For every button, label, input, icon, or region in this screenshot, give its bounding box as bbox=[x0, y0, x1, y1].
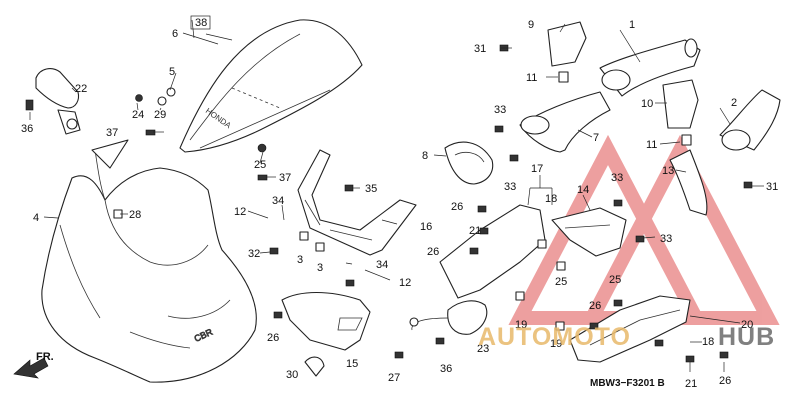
callout-25: 25 bbox=[555, 276, 567, 288]
callout-23: 23 bbox=[477, 343, 489, 355]
callout-14: 14 bbox=[577, 184, 589, 196]
fr-label: FR. bbox=[36, 351, 54, 363]
front-direction-arrow: FR. bbox=[13, 351, 54, 379]
watermark-logo bbox=[508, 134, 780, 325]
leader-lines bbox=[29, 19, 764, 372]
callout-32: 32 bbox=[248, 248, 260, 260]
diagram-code-label: MBW3−F3201 B bbox=[590, 378, 665, 389]
callout-10: 10 bbox=[641, 98, 653, 110]
right-air-duct-part bbox=[669, 89, 781, 216]
callout-6: 6 bbox=[172, 28, 178, 40]
callout-35: 35 bbox=[365, 183, 377, 195]
callout-9: 9 bbox=[528, 19, 534, 31]
callout-31: 31 bbox=[766, 181, 778, 193]
callout-30: 30 bbox=[286, 369, 298, 381]
callout-24: 24 bbox=[132, 109, 144, 121]
callout-13: 13 bbox=[662, 165, 674, 177]
callout-34: 34 bbox=[272, 195, 284, 207]
callout-19: 19 bbox=[550, 338, 562, 350]
callout-36: 36 bbox=[21, 123, 33, 135]
callout-33: 33 bbox=[494, 104, 506, 116]
callout-37: 37 bbox=[106, 127, 118, 139]
callout-7: 7 bbox=[593, 132, 599, 144]
upper-cowl-part: CBR bbox=[41, 139, 257, 383]
callout-2: 2 bbox=[731, 97, 737, 109]
callout-18: 18 bbox=[702, 336, 714, 348]
callout-26: 26 bbox=[451, 201, 463, 213]
callout-28: 28 bbox=[129, 209, 141, 221]
inner-stay-part bbox=[297, 149, 417, 256]
callout-33: 33 bbox=[660, 233, 672, 245]
callout-3: 3 bbox=[317, 262, 323, 274]
callout-33: 33 bbox=[504, 181, 516, 193]
callout-15: 15 bbox=[346, 358, 358, 370]
duct-boot-parts bbox=[547, 21, 699, 129]
callout-26: 26 bbox=[719, 375, 731, 387]
callout-labels: 1 2 3 3 4 5 6 7 8 9 10 11 11 12 12 13 14… bbox=[21, 17, 778, 390]
callout-26: 26 bbox=[267, 332, 279, 344]
callout-22: 22 bbox=[75, 83, 87, 95]
callout-18: 18 bbox=[545, 193, 557, 205]
callout-36: 36 bbox=[440, 363, 452, 375]
watermark-word-automoto: AUTOMOTO bbox=[478, 323, 631, 351]
callout-25: 25 bbox=[254, 159, 266, 171]
callout-1: 1 bbox=[629, 19, 635, 31]
left-air-duct-part bbox=[519, 38, 701, 153]
callout-25: 25 bbox=[609, 274, 621, 286]
callout-21: 21 bbox=[685, 378, 697, 390]
duct-cover-part bbox=[281, 291, 371, 351]
callout-27: 27 bbox=[388, 372, 400, 384]
callout-8: 8 bbox=[422, 150, 428, 162]
callout-26: 26 bbox=[427, 246, 439, 258]
turn-signal-part bbox=[409, 300, 488, 335]
callout-12: 12 bbox=[399, 277, 411, 289]
watermark-text: AUTOMOTO HUB bbox=[478, 323, 775, 351]
callout-21: 21 bbox=[469, 225, 481, 237]
callout-11: 11 bbox=[526, 72, 537, 84]
hardware-parts bbox=[25, 44, 753, 377]
callout-5: 5 bbox=[169, 66, 175, 78]
position-lamp-part bbox=[444, 141, 494, 185]
callout-34: 34 bbox=[376, 259, 388, 271]
windscreen-part: HONDA bbox=[179, 19, 363, 153]
callout-20: 20 bbox=[741, 319, 753, 331]
callout-37: 37 bbox=[279, 172, 291, 184]
watermark-word-hub: HUB bbox=[718, 323, 775, 351]
callout-31: 31 bbox=[474, 43, 486, 55]
callout-19: 19 bbox=[515, 319, 527, 331]
callout-26: 26 bbox=[589, 300, 601, 312]
callout-17: 17 bbox=[531, 163, 543, 175]
mirror-part bbox=[35, 68, 81, 135]
callout-3: 3 bbox=[297, 254, 303, 266]
callout-33: 33 bbox=[611, 172, 623, 184]
callout-38-box bbox=[190, 15, 211, 30]
callout-11: 11 bbox=[646, 139, 657, 151]
callout-16: 16 bbox=[420, 221, 432, 233]
callout-12: 12 bbox=[234, 206, 246, 218]
callout-29: 29 bbox=[154, 109, 166, 121]
inner-panel-parts bbox=[439, 204, 691, 363]
callout-38: 38 bbox=[195, 17, 207, 29]
callout-4: 4 bbox=[33, 212, 39, 224]
